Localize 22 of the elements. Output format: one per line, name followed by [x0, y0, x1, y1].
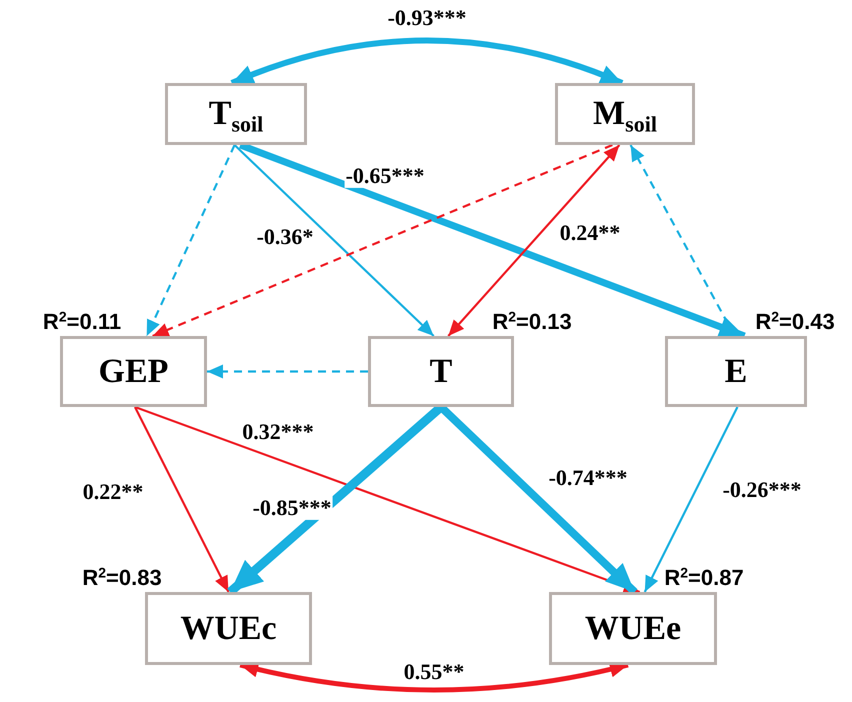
r-squared-label: R$^{2}$=0.87 [664, 565, 744, 591]
r-squared-label: R$^{2}$=0.83 [82, 565, 162, 591]
path-arrow [134, 406, 640, 594]
path-arrow [207, 364, 368, 378]
variable-box: WUEe [549, 592, 717, 665]
path-arrow [152, 144, 613, 338]
path-arrow [146, 144, 236, 336]
variable-box: WUEc [145, 592, 312, 665]
variable-box: GEP [60, 336, 207, 407]
r-squared-label: R$^{2}$=0.11 [42, 309, 122, 335]
edge-label: -0.85*** [252, 496, 332, 520]
path-arrow [134, 406, 230, 592]
variable-box: M$_{soil}$ [555, 83, 695, 145]
variable-box: E [665, 336, 807, 407]
variable-box: T [368, 336, 514, 407]
path-arrow [644, 406, 738, 592]
path-arrow [230, 38, 624, 86]
path-arrow [234, 144, 434, 337]
r-squared-label: R$^{2}$=0.13 [492, 309, 572, 335]
r-squared-label: R$^{2}$=0.43 [755, 309, 835, 335]
variable-box: T$_{soil}$ [165, 83, 307, 145]
path-arrow [447, 144, 620, 337]
